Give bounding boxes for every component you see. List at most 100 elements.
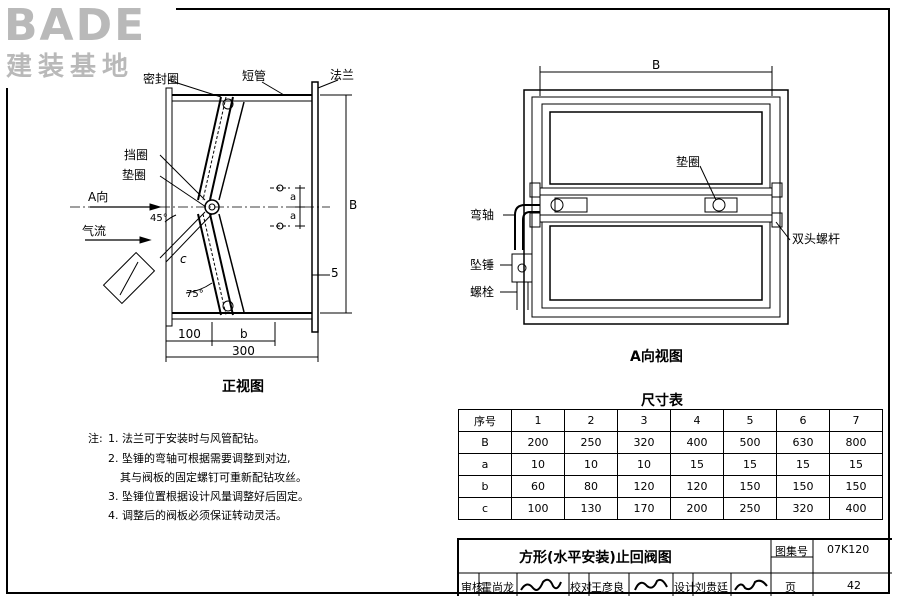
table-cell: 320 <box>776 497 830 520</box>
page-label: 页 <box>785 581 796 594</box>
table-cell: 120 <box>670 475 724 498</box>
label-seal-ring: 密封圈 <box>143 72 180 86</box>
table-cell: 15 <box>723 453 777 476</box>
label-dim-c: c <box>180 252 187 266</box>
table-cell: 15 <box>670 453 724 476</box>
row-label: a <box>458 453 512 476</box>
label-stop-ring: 挡圈 <box>124 148 149 162</box>
label-double-end-bolt: 双头螺杆 <box>792 232 841 246</box>
review-label: 审核 <box>461 581 483 594</box>
label-dim-300: 300 <box>232 344 255 358</box>
table-cell: 630 <box>776 431 830 454</box>
label-dim-a2: a <box>290 211 297 222</box>
note-item: 2. 坠锤的弯轴可根据需要调整到对边, <box>108 452 291 465</box>
notes-prefix: 注: <box>88 432 103 445</box>
table-cell: 15 <box>776 453 830 476</box>
logo-subtitle: 建装基地 <box>6 52 135 82</box>
designer-signature <box>734 579 768 591</box>
table-header-label: 序号 <box>458 409 512 432</box>
table-cell: 10 <box>617 453 671 476</box>
label-angle-75: 75° <box>186 289 204 300</box>
drawing-frame <box>6 8 890 594</box>
table-header-row: 序号 1 2 3 4 5 6 7 <box>458 409 883 432</box>
checker-name: 王彦良 <box>591 581 624 594</box>
note-item: 1. 法兰可于安装时与风管配钻。 <box>108 432 265 445</box>
label-angle-45: 45° <box>150 213 168 224</box>
front-view-drawing <box>70 79 352 362</box>
table-cell: 400 <box>829 497 883 520</box>
label-airflow: 气流 <box>82 224 107 238</box>
table-col-header: 6 <box>776 409 830 432</box>
label-dim-b-height: B <box>349 198 358 212</box>
table-cell: 250 <box>564 431 618 454</box>
table-cell: 10 <box>564 453 618 476</box>
a-view-title: A向视图 <box>630 349 683 365</box>
dimension-table-title: 尺寸表 <box>641 393 683 409</box>
reviewer-signature <box>520 578 562 591</box>
atlas-label: 图集号 <box>775 545 808 558</box>
row-label: c <box>458 497 512 520</box>
label-short-pipe: 短管 <box>242 69 267 83</box>
designer-name: 刘贵廷 <box>695 581 728 594</box>
row-label: b <box>458 475 512 498</box>
label-a-view-gasket: 垫圈 <box>676 155 701 169</box>
table-col-header: 3 <box>617 409 671 432</box>
logo-brand-text: BADE <box>4 0 147 51</box>
row-label: B <box>458 431 512 454</box>
note-item: 4. 调整后的阀板必须保证转动灵活。 <box>108 509 287 522</box>
atlas-number: 07K120 <box>827 543 870 556</box>
table-cell: 200 <box>670 497 724 520</box>
table-row: a 10 10 10 15 15 15 15 <box>458 453 883 476</box>
table-row: B 200 250 320 400 500 630 800 <box>458 431 883 454</box>
design-label: 设计 <box>674 581 696 594</box>
label-direction-a: A向 <box>88 190 109 204</box>
table-cell: 60 <box>511 475 565 498</box>
note-item: 3. 坠锤位置根据设计风量调整好后固定。 <box>108 490 309 503</box>
table-cell: 500 <box>723 431 777 454</box>
table-cell: 100 <box>511 497 565 520</box>
table-cell: 200 <box>511 431 565 454</box>
table-col-header: 7 <box>829 409 883 432</box>
table-cell: 320 <box>617 431 671 454</box>
label-a-view-dim-B: B <box>652 58 661 72</box>
table-cell: 800 <box>829 431 883 454</box>
table-cell: 250 <box>723 497 777 520</box>
label-weight: 坠锤 <box>470 258 495 272</box>
table-row: b 60 80 120 120 150 150 150 <box>458 475 883 498</box>
note-item: 其与阀板的固定螺钉可重新配钻攻丝。 <box>120 471 307 484</box>
label-dim-a1: a <box>290 192 297 203</box>
page-number: 42 <box>847 579 861 592</box>
label-dim-100: 100 <box>178 327 201 341</box>
brand-logo: BADE 建装基地 <box>4 2 176 88</box>
table-col-header: 5 <box>723 409 777 432</box>
label-bent-shaft: 弯轴 <box>470 208 495 222</box>
check-label: 校对 <box>570 581 592 594</box>
label-dim-5: 5 <box>331 266 339 280</box>
front-view-title: 正视图 <box>222 379 264 395</box>
drawing-title: 方形(水平安装)止回阀图 <box>519 550 672 566</box>
table-col-header: 1 <box>511 409 565 432</box>
table-row: c 100 130 170 200 250 320 400 <box>458 497 883 520</box>
table-cell: 400 <box>670 431 724 454</box>
table-col-header: 2 <box>564 409 618 432</box>
table-cell: 150 <box>776 475 830 498</box>
table-cell: 10 <box>511 453 565 476</box>
reviewer-name: 霍尚龙 <box>481 581 514 594</box>
table-cell: 120 <box>617 475 671 498</box>
table-cell: 150 <box>829 475 883 498</box>
label-flange: 法兰 <box>330 68 355 82</box>
checker-signature <box>634 578 668 591</box>
label-gasket-front: 垫圈 <box>122 168 147 182</box>
table-cell: 130 <box>564 497 618 520</box>
table-cell: 170 <box>617 497 671 520</box>
a-view-drawing <box>500 66 791 325</box>
label-bolt: 螺栓 <box>470 285 495 299</box>
table-cell: 150 <box>723 475 777 498</box>
title-block: 方形(水平安装)止回阀图 图集号 07K120 审核 霍尚龙 校对 王彦良 设计… <box>457 538 892 596</box>
table-cell: 15 <box>829 453 883 476</box>
title-block-grid <box>459 540 892 596</box>
table-col-header: 4 <box>670 409 724 432</box>
label-dim-b: b <box>240 327 248 341</box>
dimension-table: 序号 1 2 3 4 5 6 7 B 200 250 320 400 500 6… <box>458 409 883 520</box>
